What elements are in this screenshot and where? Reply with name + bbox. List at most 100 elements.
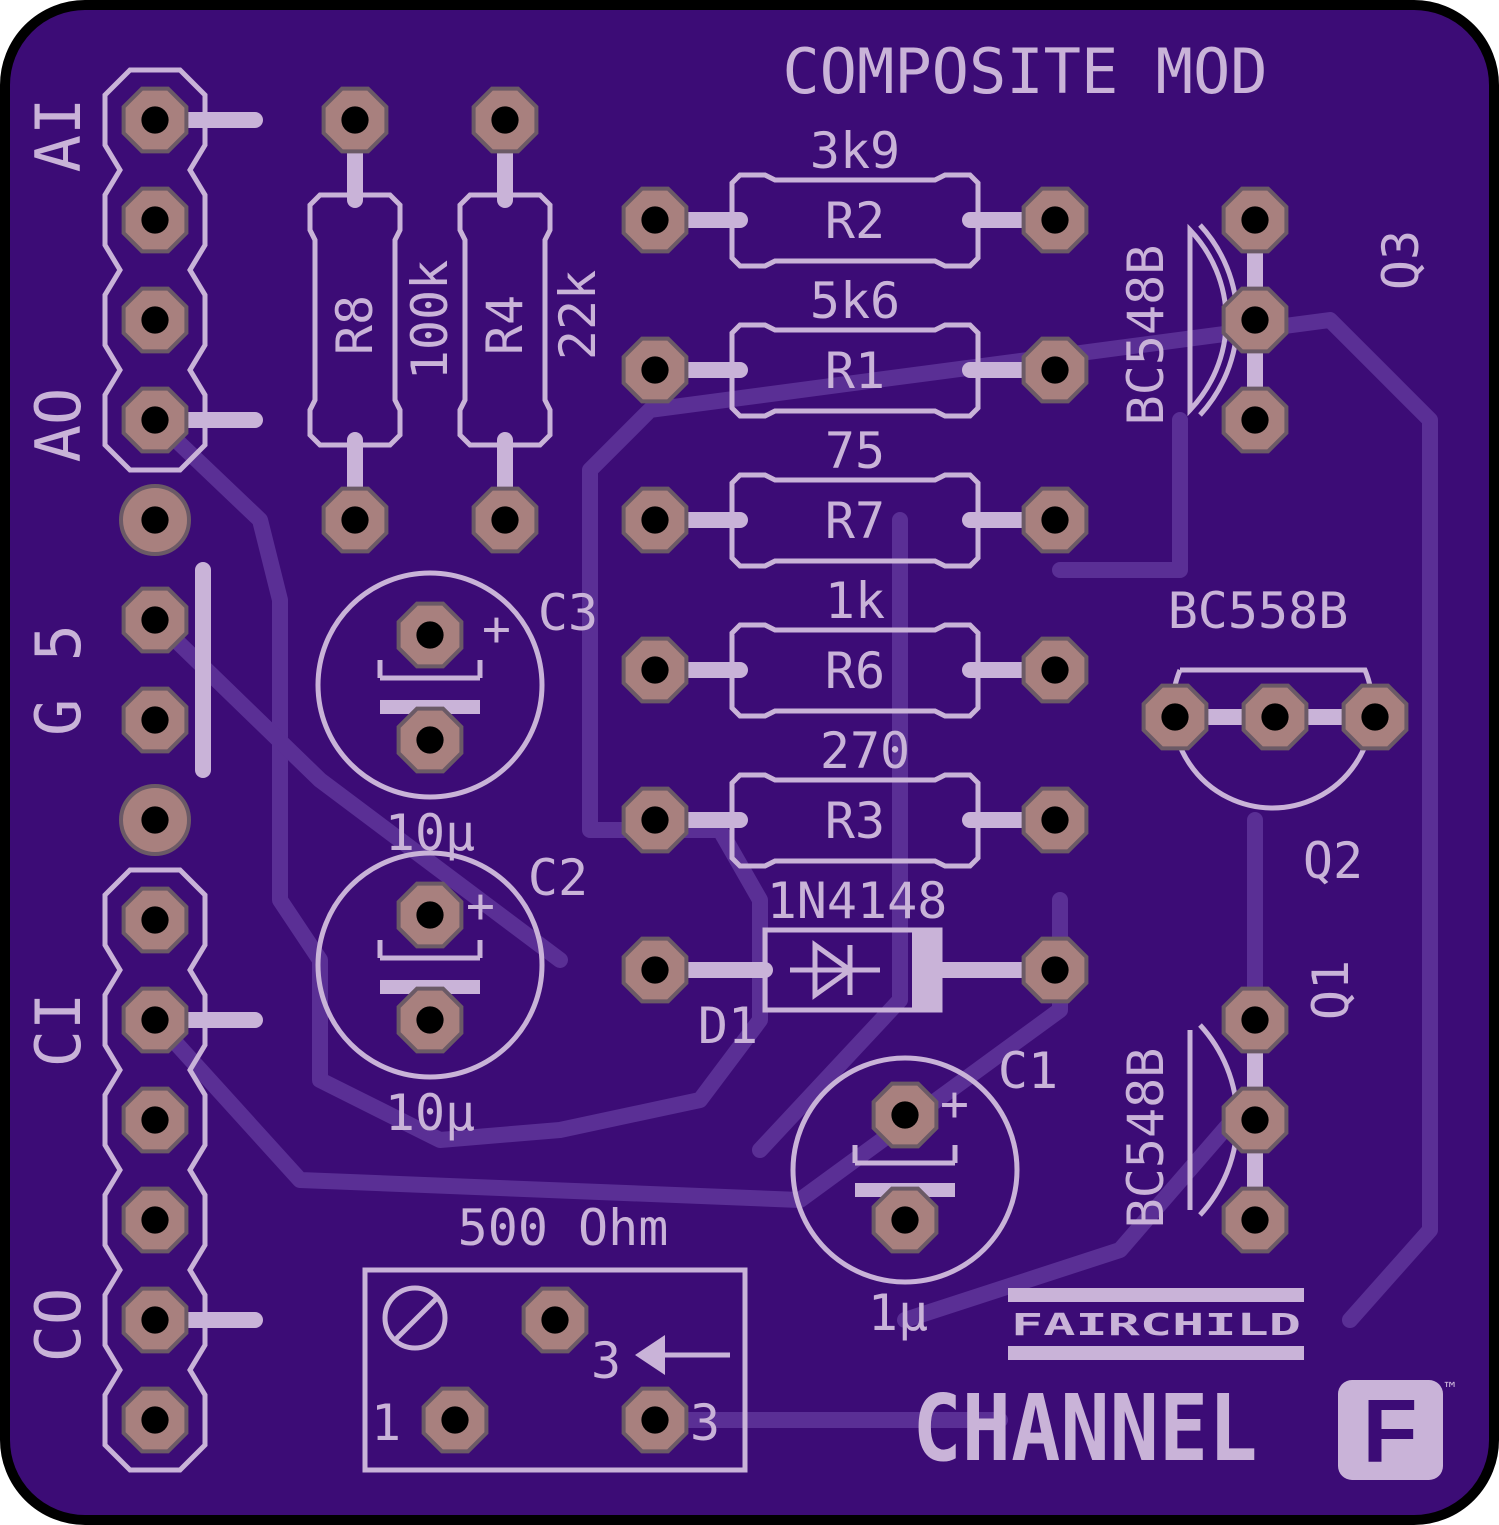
- header-pads: [119, 86, 191, 1454]
- c1-ref: C1: [998, 1042, 1058, 1100]
- header-pad: [121, 1286, 189, 1354]
- header-pad: [121, 1186, 189, 1254]
- capacitor-c3: + C3 10µ: [315, 570, 598, 862]
- component-pad: [621, 486, 689, 554]
- r2-ref: R2: [825, 192, 885, 250]
- capacitor-pad: [396, 706, 464, 774]
- c1-plus: +: [940, 1076, 969, 1132]
- component-pad: [621, 786, 689, 854]
- trimmer-pin-3a: 3: [591, 1332, 621, 1390]
- c3-ref: C3: [538, 584, 598, 642]
- q1-ref: Q1: [1302, 960, 1360, 1020]
- resistor-pad: [321, 86, 389, 154]
- trimmer-pad: [521, 1286, 589, 1354]
- r8-ref: R8: [326, 295, 384, 355]
- capacitor-pad: [396, 601, 464, 669]
- header-pad: [119, 484, 191, 556]
- trimmer-pin-3b: 3: [690, 1394, 720, 1452]
- c2-ref: C2: [528, 849, 588, 907]
- transistor-pad: [1221, 386, 1289, 454]
- header-pad: [121, 386, 189, 454]
- capacitor-pad: [871, 1186, 939, 1254]
- transistor-pad: [1341, 683, 1409, 751]
- board-title: COMPOSITE MOD: [782, 35, 1267, 108]
- pin-header: [102, 67, 208, 1473]
- resistor-pad: [321, 486, 389, 554]
- channel-f-logo: CHANNEL F ™: [913, 1375, 1456, 1482]
- trimmer-pin-1: 1: [371, 1394, 401, 1452]
- r1-value: 5k6: [810, 272, 900, 330]
- label-ao: AO: [22, 388, 95, 463]
- resistor-r6: R6 1k: [647, 572, 1063, 719]
- c3-plus: +: [482, 601, 511, 657]
- fairchild-logo: FAIRCHILD: [1008, 1288, 1304, 1360]
- header-pad: [121, 986, 189, 1054]
- component-pad: [621, 186, 689, 254]
- r3-value: 270: [820, 722, 910, 780]
- r4-value: 22k: [549, 270, 607, 360]
- label-co: CO: [22, 1288, 95, 1363]
- component-pad: [1021, 936, 1089, 1004]
- trademark-mark: ™: [1444, 1379, 1456, 1400]
- r3-ref: R3: [825, 792, 885, 850]
- r4-ref: R4: [476, 295, 534, 355]
- resistor-r4: R4 22k: [457, 112, 607, 528]
- header-pad: [121, 1086, 189, 1154]
- r6-value: 1k: [825, 572, 885, 630]
- trimmer-value: 500 Ohm: [458, 1199, 669, 1257]
- component-pad: [1021, 786, 1089, 854]
- transistor-pad: [1141, 683, 1209, 751]
- header-pad: [121, 86, 189, 154]
- header-pad: [121, 1386, 189, 1454]
- trimmer-pad: [421, 1386, 489, 1454]
- resistor-pad: [471, 486, 539, 554]
- transistor-pad: [1221, 1086, 1289, 1154]
- c2-value: 10µ: [385, 1084, 475, 1142]
- transistor-pad: [1221, 186, 1289, 254]
- label-ci: CI: [22, 993, 95, 1068]
- r1-ref: R1: [825, 342, 885, 400]
- trimmer-pad: [621, 1386, 689, 1454]
- header-pad: [121, 186, 189, 254]
- channel-f-letter: F: [1363, 1382, 1418, 1482]
- header-pad: [121, 686, 189, 754]
- capacitor-pad: [396, 881, 464, 949]
- q3-ref: Q3: [1372, 230, 1430, 290]
- component-pad: [621, 936, 689, 1004]
- component-pad: [1021, 186, 1089, 254]
- r7-ref: R7: [825, 492, 885, 550]
- transistor-pad: [1221, 286, 1289, 354]
- fairchild-text: FAIRCHILD: [1011, 1308, 1301, 1343]
- capacitor-c1: + C1 1µ: [790, 1042, 1058, 1342]
- header-pad: [119, 784, 191, 856]
- transistor-pad: [1221, 1186, 1289, 1254]
- q2-part: BC558B: [1168, 582, 1349, 640]
- c2-plus: +: [466, 878, 495, 934]
- channel-text: CHANNEL: [913, 1375, 1258, 1482]
- resistor-r8: R8 100k: [307, 112, 459, 528]
- capacitor-pad: [871, 1081, 939, 1149]
- d1-value: 1N4148: [767, 872, 948, 930]
- component-pads: [321, 86, 1409, 1454]
- d1-ref: D1: [698, 997, 758, 1055]
- header-pad: [121, 586, 189, 654]
- c1-value: 1µ: [868, 1284, 928, 1342]
- r6-ref: R6: [825, 642, 885, 700]
- component-pad: [1021, 486, 1089, 554]
- resistor-r3: R3 270: [647, 722, 1063, 869]
- label-ai: AI: [22, 98, 95, 173]
- q3-part: BC548B: [1117, 245, 1175, 426]
- component-pad: [621, 336, 689, 404]
- r8-value: 100k: [401, 260, 459, 380]
- r7-value: 75: [825, 422, 885, 480]
- component-pad: [621, 636, 689, 704]
- label-g5: G 5: [22, 624, 95, 736]
- capacitor-pad: [396, 986, 464, 1054]
- component-pad: [1021, 636, 1089, 704]
- capacitor-c2: + C2 10µ: [315, 849, 588, 1142]
- transistor-pad: [1241, 683, 1309, 751]
- bottom-traces: [147, 312, 1438, 1428]
- header-pad: [121, 886, 189, 954]
- transistor-pad: [1221, 986, 1289, 1054]
